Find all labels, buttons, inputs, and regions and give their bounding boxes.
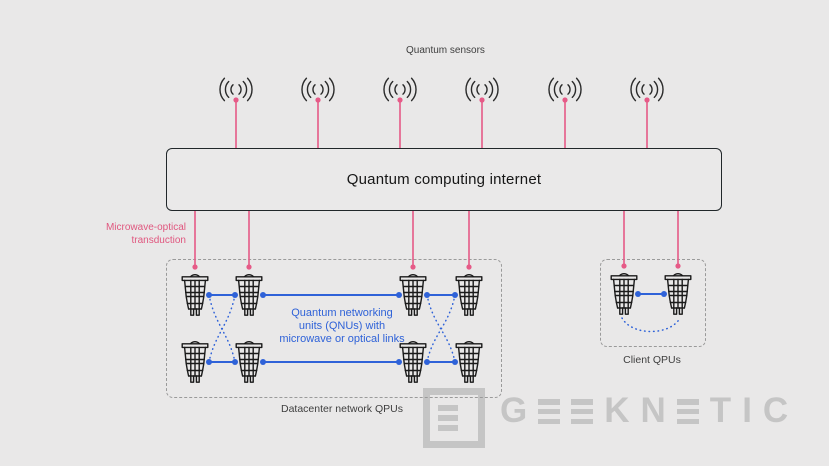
watermark-letter: I <box>742 391 752 430</box>
watermark-logo-bar <box>438 425 458 431</box>
internet-box: Quantum computing internet <box>166 148 722 211</box>
client-group-box <box>600 259 706 347</box>
radio-signal-icon <box>465 77 499 102</box>
radio-signal-icon <box>548 77 582 102</box>
watermark-letter-e-bars <box>571 398 594 424</box>
radio-signal-icon <box>383 77 417 102</box>
radio-signal-icon <box>301 77 335 102</box>
transduction-links <box>194 211 679 266</box>
watermark-letter: K <box>604 391 630 430</box>
watermark-letter-e-bars <box>676 398 699 424</box>
watermark-letter-e-bars <box>538 398 561 424</box>
watermark-logo <box>423 388 485 448</box>
datacenter-label: Datacenter network QPUs <box>281 403 403 415</box>
internet-box-label: Quantum computing internet <box>346 171 542 188</box>
watermark-logo-bar <box>438 415 458 421</box>
radio-signal-icon <box>219 77 253 102</box>
transduction-label: Microwave-optical transduction <box>105 222 186 246</box>
watermark-letter: N <box>640 391 666 430</box>
datacenter-group-box <box>166 259 502 398</box>
sensor-links <box>235 100 648 148</box>
watermark-letter: T <box>709 391 732 430</box>
watermark-letter: C <box>762 391 789 430</box>
watermark-logo-bar <box>438 405 458 411</box>
sensor-row <box>219 77 664 102</box>
client-label: Client QPUs <box>623 354 681 366</box>
qnu-note: Quantum networking units (QNUs) with mic… <box>279 307 405 345</box>
radio-signal-icon <box>630 77 664 102</box>
sensors-label: Quantum sensors <box>406 45 485 56</box>
sensor-link-dots <box>233 97 650 103</box>
watermark-letter: G <box>500 391 528 430</box>
